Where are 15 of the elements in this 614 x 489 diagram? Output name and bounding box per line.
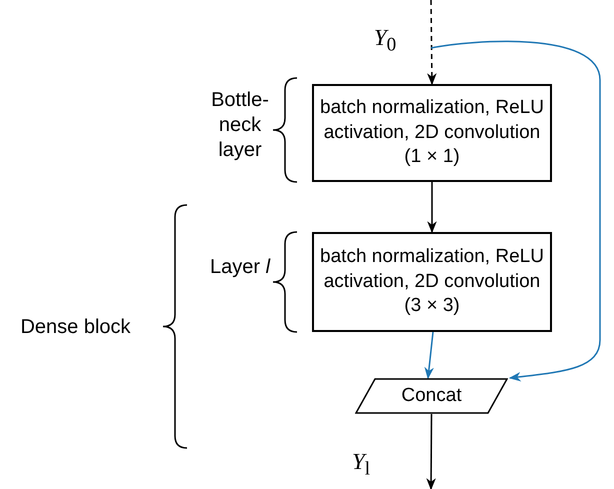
process-box <box>312 84 552 182</box>
node-text: batch normalization, ReLU activation, 2D convolution (3 × 3) <box>319 244 545 318</box>
bracket-label: Dense block <box>19 315 132 340</box>
parallelogram-shape <box>355 378 508 414</box>
bracket-label: Bottle-neck layer <box>210 88 270 163</box>
arrow <box>427 0 437 86</box>
node-text: batch normalization, ReLU activation, 2D convolution (1 × 1) <box>319 96 545 170</box>
arrow <box>426 414 436 489</box>
math-label: Y$_{0}$ <box>372 24 398 58</box>
process-box <box>312 232 552 332</box>
bracket-label: Layer l <box>208 255 272 280</box>
arrow <box>430 40 601 382</box>
arrow <box>424 332 434 380</box>
node-text: Concat <box>401 384 462 408</box>
arrow <box>427 182 437 234</box>
